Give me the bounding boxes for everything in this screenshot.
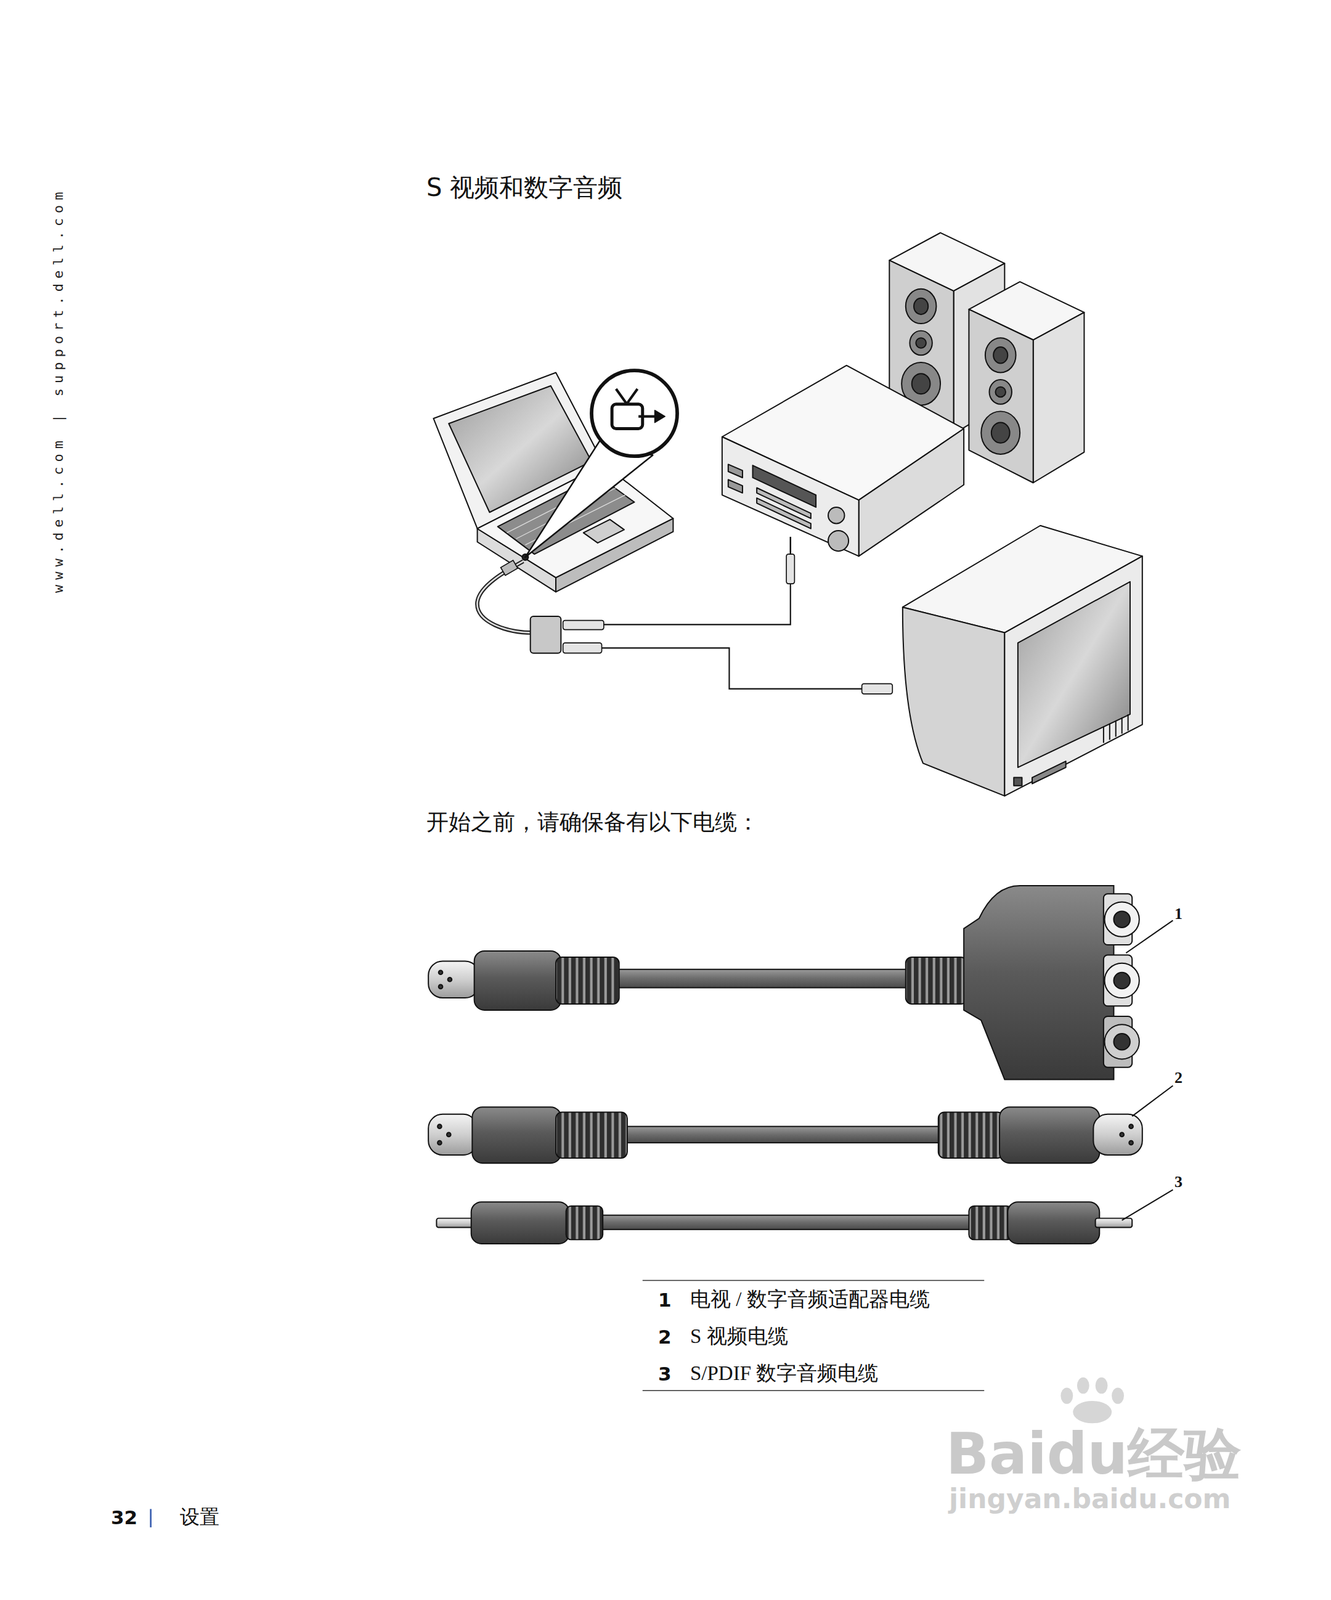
footer-separator xyxy=(149,1508,152,1527)
laptop xyxy=(433,372,673,592)
port-callout xyxy=(525,370,678,558)
setup-cables xyxy=(476,536,893,694)
footer-section: 设置 xyxy=(179,1506,220,1527)
table-cell: S/PDIF 数字音频电缆 xyxy=(690,1363,879,1384)
table-cell: S 视频电缆 xyxy=(690,1326,789,1347)
table-number: 3 xyxy=(658,1364,672,1384)
television xyxy=(902,525,1143,797)
watermark-logo xyxy=(1060,1377,1124,1423)
speaker xyxy=(968,281,1084,483)
callout-number: 1 xyxy=(1174,905,1183,922)
callout-number: 3 xyxy=(1174,1173,1183,1190)
table-rule xyxy=(642,1280,985,1391)
side-url: www.dell.com | support.dell.com xyxy=(51,186,66,593)
adapter-cable xyxy=(428,885,1140,1079)
s-video-cable xyxy=(428,1106,1143,1163)
section-title: S 视频和数字音频 xyxy=(426,175,623,200)
table-number: 2 xyxy=(658,1327,672,1347)
table-number: 1 xyxy=(658,1290,672,1310)
table-cell: 电视 / 数字音频适配器电缆 xyxy=(690,1289,930,1310)
leader-line xyxy=(1122,919,1174,1221)
stereo-receiver xyxy=(722,365,964,557)
spdif-cable xyxy=(436,1201,1132,1244)
watermark: Baidu经验 xyxy=(945,1425,1242,1483)
page-number: 32 xyxy=(110,1507,138,1527)
intro-text: 开始之前，请确保备有以下电缆： xyxy=(426,810,760,834)
callout-number: 2 xyxy=(1174,1069,1183,1086)
watermark-url: jingyan.baidu.com xyxy=(948,1485,1231,1513)
